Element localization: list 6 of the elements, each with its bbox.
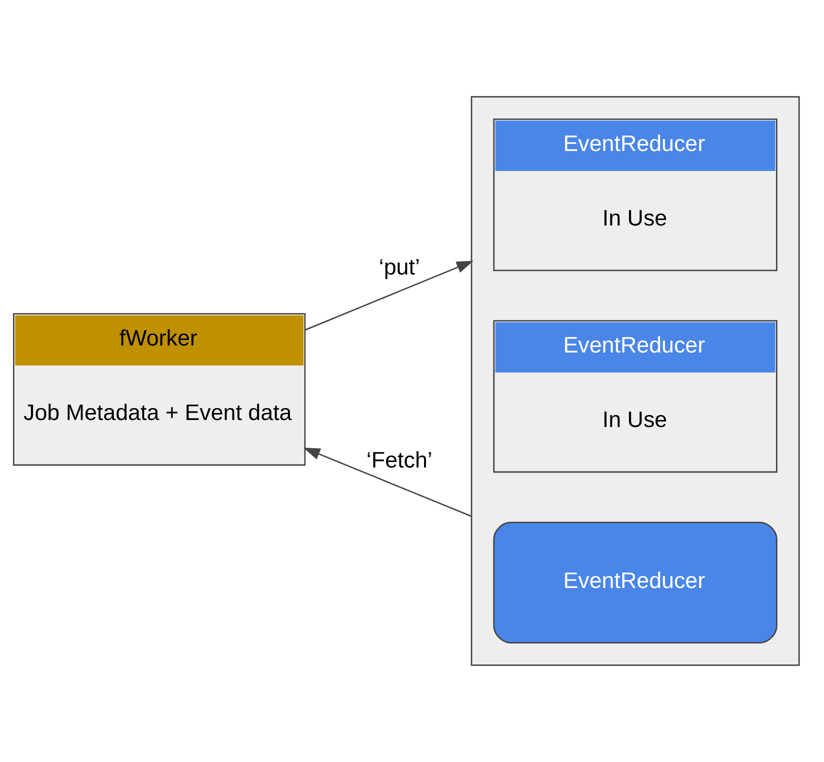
arrow <box>303 448 472 517</box>
edge-label: ‘put’ <box>378 254 420 280</box>
edge-label: ‘Fetch’ <box>366 448 432 473</box>
cluster <box>470 96 800 666</box>
arrow <box>304 260 474 331</box>
node-box: EventReducer <box>493 522 778 644</box>
